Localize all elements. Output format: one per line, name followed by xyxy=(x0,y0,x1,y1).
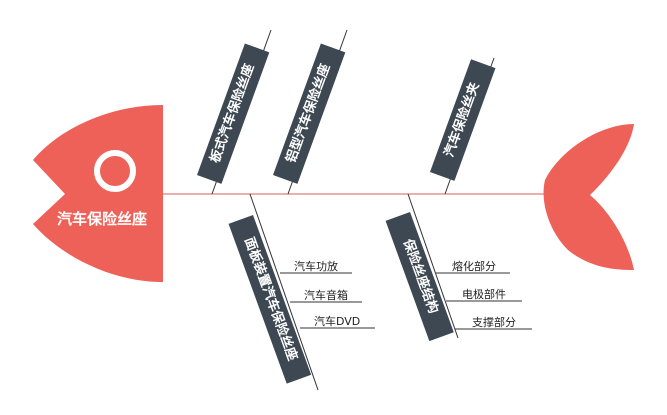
leaf-item: 汽车功放 xyxy=(294,260,338,273)
head-title: 汽车保险丝座 xyxy=(57,210,148,228)
leaf-item: 支撑部分 xyxy=(472,316,516,329)
leaf-item: 汽车音箱 xyxy=(304,289,348,302)
leaf-item: 熔化部分 xyxy=(452,260,496,273)
leaf-item: 汽车DVD xyxy=(314,315,361,328)
fish-tail xyxy=(543,124,634,270)
fish-head xyxy=(33,105,163,282)
leaf-item: 电极部件 xyxy=(462,288,506,301)
fish-eye-icon xyxy=(94,150,136,192)
